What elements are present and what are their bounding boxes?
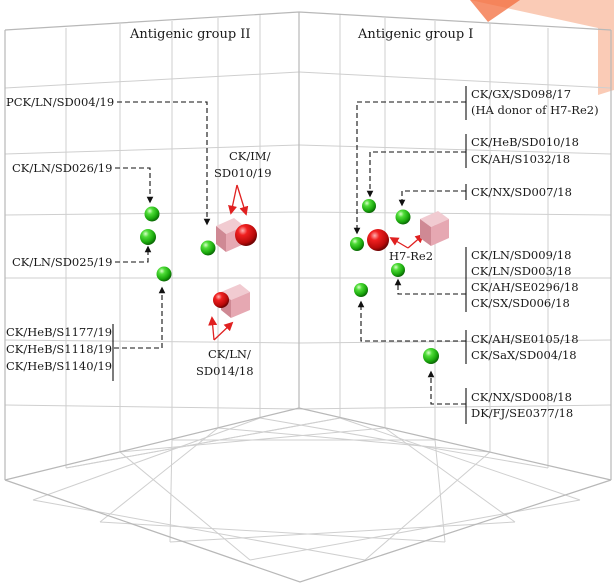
red-arrow-ck-ln-to-cube — [213, 321, 234, 341]
label-pck-ln-sd004-19: PCK/LN/SD004/19 — [6, 95, 114, 109]
label-ck-nx-sd007-18: CK/NX/SD007/18 — [471, 185, 572, 199]
label-ck-ah-s1032-18: CK/AH/S1032/18 — [471, 152, 570, 166]
leader-heb-ah — [366, 151, 466, 198]
virus-sphere-ck-nx-sd007 — [395, 209, 411, 225]
red-arrow-ck-ln-to-sphere — [208, 316, 218, 341]
group-i-heading: Antigenic group I — [357, 27, 473, 42]
label-ck-heb-s1118-19: CK/HeB/S1118/19 — [6, 342, 112, 356]
antiserum-sphere-ck-ln — [213, 292, 229, 308]
antiserum-sphere-ck-im — [235, 224, 257, 246]
label-ck-ln-sd009-18: CK/LN/SD009/18 — [471, 248, 571, 262]
label-ha-donor-h7re2: (HA donor of H7-Re2) — [471, 103, 599, 117]
red-arrow-ck-im-to-cube — [228, 184, 238, 215]
leader-nx-dk — [427, 370, 466, 405]
label-ck-heb-sd010-18: CK/HeB/SD010/18 — [471, 135, 579, 149]
group-ii-heading: Antigenic group II — [129, 27, 251, 42]
label-ck-heb-s1177-19: CK/HeB/S1177/19 — [6, 325, 112, 339]
virus-sphere-ck-ln-sd025 — [140, 229, 156, 245]
leader-ck-ln-sd025-19 — [115, 245, 152, 263]
label-ck-ln-sd025-19: CK/LN/SD025/19 — [12, 255, 112, 269]
red-arrow-ck-im-to-sphere — [236, 184, 249, 216]
leader-heb-group — [114, 286, 166, 349]
virus-sphere-ck-gx-sd098 — [350, 237, 364, 251]
leader-ln-group — [394, 278, 466, 295]
antiserum-cube-h7re2 — [420, 211, 449, 246]
leader-ck-ln-sd026-19 — [115, 167, 154, 204]
label-ck-nx-sd008-18: CK/NX/SD008/18 — [471, 390, 572, 404]
label-ck-ah-se0296-18: CK/AH/SE0296/18 — [471, 280, 579, 294]
label-ck-sax-sd004-18: CK/SaX/SD004/18 — [471, 348, 577, 362]
virus-sphere-ck-heb-sd010 — [362, 199, 376, 213]
leader-ck-gx-sd098-17 — [353, 101, 466, 235]
leader-pck-ln-sd004-19 — [117, 101, 211, 226]
left-wall-grid — [4, 15, 300, 468]
label-ck-ln-sd003-18: CK/LN/SD003/18 — [471, 264, 571, 278]
antiserum-sphere-h7re2 — [367, 229, 389, 251]
label-ck-im-line2: SD010/19 — [214, 166, 272, 180]
leader-ck-nx-sd007-18 — [398, 190, 466, 207]
label-ck-ah-se0105-18: CK/AH/SE0105/18 — [471, 332, 579, 346]
label-ck-ln-line2: SD014/18 — [196, 364, 254, 378]
label-ck-ln-sd026-19: CK/LN/SD026/19 — [12, 161, 112, 175]
floor-grid — [32, 417, 581, 561]
leader-ah-sax — [357, 300, 466, 342]
label-h7-re2: H7-Re2 — [389, 249, 433, 263]
virus-sphere-ck-heb-group — [156, 266, 172, 282]
decorative-streak — [470, 0, 614, 95]
virus-sphere-ck-ln-group — [391, 263, 405, 277]
box-edges — [4, 11, 612, 583]
label-ck-gx-sd098-17: CK/GX/SD098/17 — [471, 87, 571, 101]
virus-sphere-ck-ah-se0105 — [354, 283, 368, 297]
red-arrow-h7re2-to-sphere — [389, 237, 409, 249]
label-dk-fj-se0377-18: DK/FJ/SE0377/18 — [471, 406, 573, 420]
label-ck-im-line1: CK/IM/ — [229, 149, 271, 163]
virus-sphere-ck-ln-sd026 — [144, 206, 160, 222]
label-ck-heb-s1140-19: CK/HeB/S1140/19 — [6, 359, 112, 373]
antiserum-cube-ck-im — [216, 218, 244, 252]
virus-sphere-ck-nx-sd008 — [423, 348, 439, 364]
label-ck-sx-sd006-18: CK/SX/SD006/18 — [471, 296, 570, 310]
right-wall-grid — [298, 15, 612, 468]
virus-sphere-pck-ln-sd004 — [200, 240, 216, 256]
label-ck-ln-line1: CK/LN/ — [208, 347, 251, 361]
